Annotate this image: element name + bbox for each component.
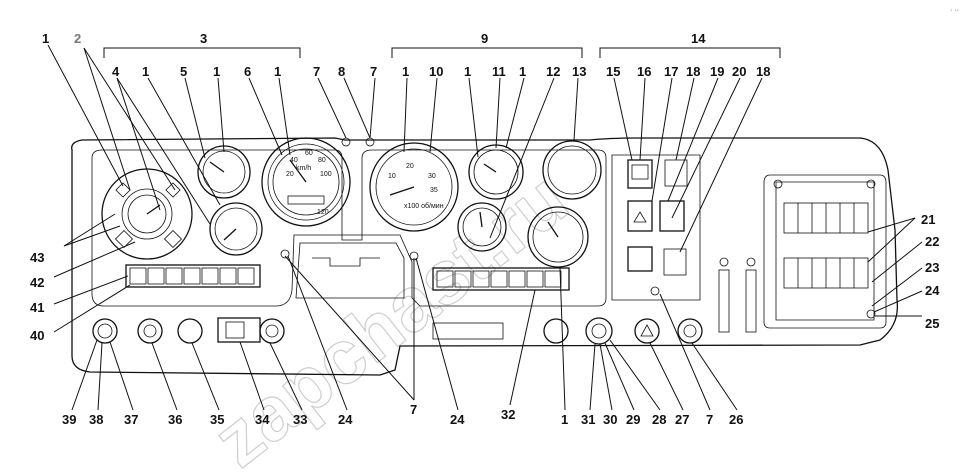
callout-5: 5 — [180, 64, 187, 79]
gauge-4 — [209, 202, 263, 256]
callout-27: 27 — [675, 412, 689, 427]
switch-strip-left — [125, 264, 261, 288]
callout-6: 6 — [244, 64, 251, 79]
corner-mark: · ·· — [950, 7, 959, 14]
tach-tick-30: 30 — [428, 173, 436, 180]
callout-30: 30 — [603, 412, 617, 427]
callout-24c: 24 — [450, 412, 465, 427]
callout-8: 8 — [338, 64, 345, 79]
callout-20: 20 — [732, 64, 746, 79]
callout-25: 25 — [925, 316, 939, 331]
bottom-controls — [92, 317, 703, 345]
callout-21: 21 — [921, 212, 935, 227]
speed-tick-80: 80 — [318, 157, 326, 164]
callout-19: 19 — [710, 64, 724, 79]
callout-4: 4 — [112, 64, 120, 79]
callout-labels: 1 2 3 4 1 5 1 6 1 7 8 7 9 1 10 1 11 1 12… — [30, 31, 940, 427]
callout-31: 31 — [581, 412, 595, 427]
callout-24: 24 — [925, 283, 940, 298]
callout-37: 37 — [124, 412, 138, 427]
callout-17: 17 — [664, 64, 678, 79]
callout-1d: 1 — [274, 64, 281, 79]
callout-42: 42 — [30, 275, 44, 290]
callout-43: 43 — [30, 250, 44, 265]
speed-tick-40: 40 — [290, 157, 298, 164]
speed-tick-60: 60 — [305, 150, 313, 157]
callout-1b: 1 — [142, 64, 149, 79]
callout-10: 10 — [429, 64, 443, 79]
callout-32: 32 — [501, 407, 515, 422]
callout-15: 15 — [606, 64, 620, 79]
switch-strip-center — [432, 267, 570, 291]
callout-22: 22 — [925, 234, 939, 249]
callout-16: 16 — [637, 64, 651, 79]
callout-13: 13 — [572, 64, 586, 79]
callout-2: 2 — [74, 31, 81, 46]
callout-28: 28 — [652, 412, 666, 427]
callout-40: 40 — [30, 328, 44, 343]
callout-1g: 1 — [519, 64, 526, 79]
callout-3: 3 — [200, 31, 207, 46]
tach-unit: x100 об/мин — [404, 202, 444, 210]
callout-14: 14 — [691, 31, 706, 46]
callout-7c: 7 — [410, 402, 417, 417]
callout-11: 11 — [492, 64, 506, 79]
leader-lines — [47, 44, 923, 411]
callout-26: 26 — [729, 412, 743, 427]
speed-tick-100: 100 — [320, 171, 332, 178]
callout-24b: 24 — [338, 412, 353, 427]
callout-29: 29 — [626, 412, 640, 427]
speed-tick-120: 120 — [317, 209, 329, 216]
gauge-31 — [527, 206, 589, 268]
callout-1c: 1 — [213, 64, 220, 79]
callout-12: 12 — [546, 64, 560, 79]
callout-1e: 1 — [402, 64, 409, 79]
callout-7b: 7 — [370, 64, 377, 79]
callout-18b: 18 — [756, 64, 770, 79]
callout-23: 23 — [925, 260, 939, 275]
callout-41: 41 — [30, 300, 44, 315]
left-gauge-cluster — [101, 168, 193, 260]
callout-7: 7 — [313, 64, 320, 79]
callout-18: 18 — [686, 64, 700, 79]
tach-tick-10: 10 — [388, 173, 396, 180]
fuse-box — [783, 202, 869, 289]
callout-1f: 1 — [464, 64, 471, 79]
callout-1: 1 — [42, 31, 49, 46]
callout-35: 35 — [210, 412, 224, 427]
callout-36: 36 — [168, 412, 182, 427]
callout-1h: 1 — [561, 412, 568, 427]
gauge-5 — [197, 145, 251, 199]
callout-39: 39 — [62, 412, 76, 427]
gauge-13-blank — [542, 140, 602, 200]
tachometer: 10 20 30 35 x100 об/мин — [369, 142, 459, 232]
speed-unit: km/h — [296, 165, 311, 172]
callout-38: 38 — [89, 412, 103, 427]
tach-tick-20: 20 — [406, 163, 414, 170]
callout-9: 9 — [481, 31, 488, 46]
speedometer: 20 40 60 80 100 120 km/h — [261, 137, 351, 227]
dashboard-outline — [71, 137, 899, 376]
speed-tick-20: 20 — [286, 171, 294, 178]
group-brackets — [103, 47, 781, 58]
gauge-12 — [457, 202, 507, 252]
tach-tick-35: 35 — [430, 187, 438, 194]
callout-7d: 7 — [706, 412, 713, 427]
slider-controls — [718, 257, 757, 333]
callout-34: 34 — [255, 412, 270, 427]
callout-33: 33 — [293, 412, 307, 427]
